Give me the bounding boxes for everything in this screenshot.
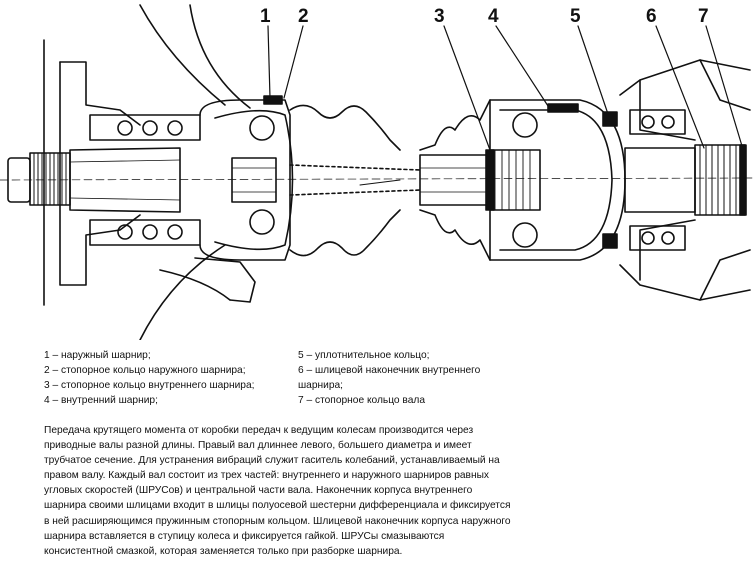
legend-item-5: 5 – уплотнительное кольцо; bbox=[298, 350, 430, 361]
hub-stub-shaft bbox=[7, 147, 181, 213]
description-paragraph: Передача крутящего момента от коробки пе… bbox=[44, 425, 511, 557]
legend-item-6: 6 – шлицевой наконечник внутреннего шарн… bbox=[298, 365, 481, 391]
legend-item-2: 2 – стопорное кольцо наружного шарнира; bbox=[44, 365, 246, 376]
wheel-hub-housing bbox=[43, 4, 256, 340]
legend-item-4: 4 – внутренний шарнир; bbox=[44, 395, 158, 406]
splined-tip bbox=[624, 144, 747, 216]
callout-5: 5 bbox=[570, 6, 581, 27]
legend-right-column: 5 – уплотнительное кольцо; 6 – шлицевой … bbox=[298, 348, 528, 408]
legend-item-1: 1 – наружный шарнир; bbox=[44, 350, 151, 361]
inner-cv-joint bbox=[485, 99, 626, 261]
callout-6: 6 bbox=[646, 6, 657, 27]
drive-shaft-diagram: 1 2 3 4 5 6 7 bbox=[0, 4, 753, 340]
inner-joint-boot bbox=[419, 99, 491, 261]
callout-1: 1 bbox=[260, 6, 271, 27]
legend-left-column: 1 – наружный шарнир; 2 – стопорное кольц… bbox=[44, 348, 294, 408]
seal-ring bbox=[602, 111, 618, 249]
outer-joint-boot bbox=[289, 104, 401, 257]
outer-cv-joint bbox=[199, 95, 294, 261]
callout-7: 7 bbox=[698, 6, 709, 27]
callout-3: 3 bbox=[434, 6, 445, 27]
right-shaft bbox=[419, 154, 491, 206]
intermediate-shaft bbox=[289, 164, 421, 196]
differential-housing bbox=[619, 59, 751, 301]
legend-item-7: 7 – стопорное кольцо вала bbox=[298, 395, 425, 406]
callout-4: 4 bbox=[488, 6, 499, 27]
legend-item-3: 3 – стопорное кольцо внутреннего шарнира… bbox=[44, 380, 255, 391]
callout-2: 2 bbox=[298, 6, 309, 27]
leader-lines bbox=[267, 25, 743, 151]
wheel-bearing bbox=[89, 114, 201, 246]
